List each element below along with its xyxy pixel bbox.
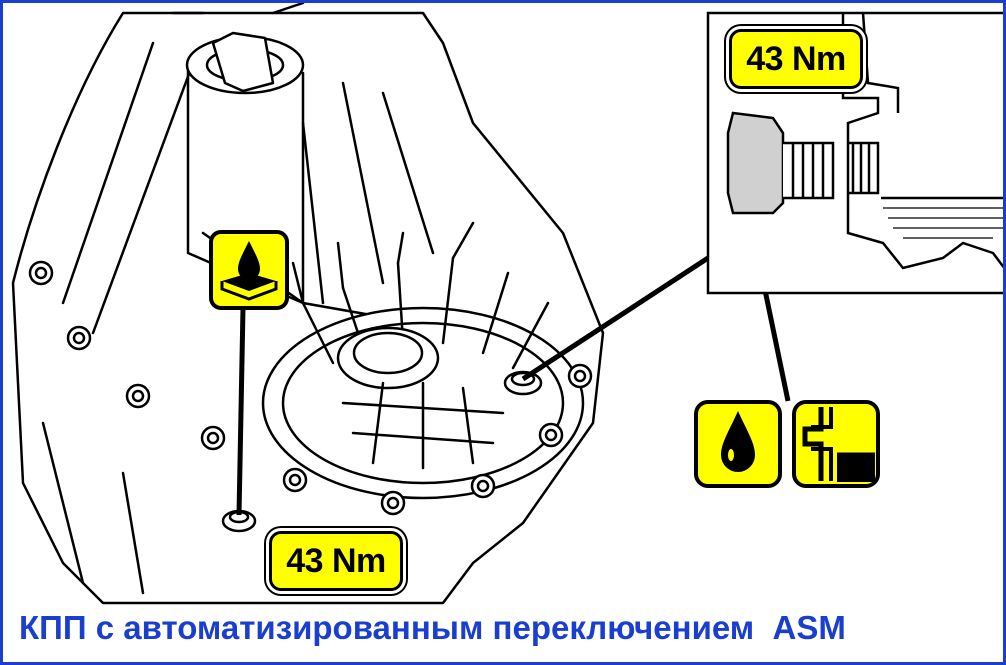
oil-level-icon (209, 230, 289, 310)
drain-plug-torque-label: 43 Nm (269, 531, 403, 591)
diagram-caption: КПП с автоматизированным переключением A… (19, 609, 846, 646)
gearbox-line-drawing (11, 3, 1003, 605)
fill-level-icon (792, 400, 880, 488)
inset-plug-torque-label: 43 Nm (729, 29, 863, 89)
oil-drop-icon (694, 400, 782, 488)
